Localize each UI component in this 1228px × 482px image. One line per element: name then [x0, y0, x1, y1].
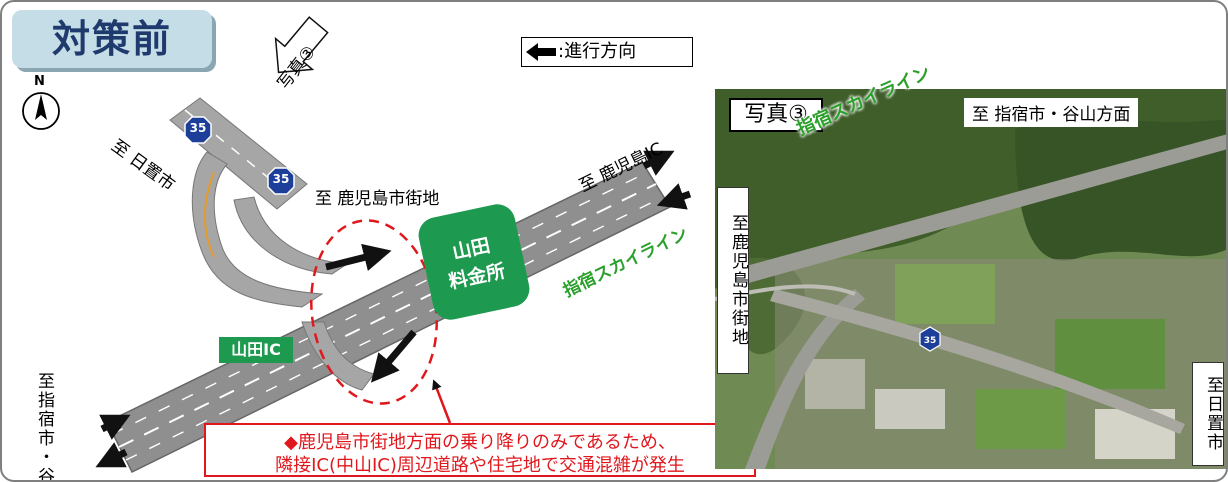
callout-pointer: [432, 379, 452, 424]
compass: N: [20, 74, 62, 136]
legend: :進行方向: [521, 37, 693, 67]
legend-text: :進行方向: [558, 41, 637, 62]
title-tab: 対策前: [12, 10, 212, 68]
problem-callout: ◆鹿児島市街地方面の乗り降りのみであるため、 隣接IC(中山IC)周辺道路や住宅…: [204, 423, 756, 477]
north-arrow-icon: [22, 92, 60, 130]
flow-arrow-in: [325, 243, 392, 271]
photo-dest-right: 至日置市: [1192, 362, 1224, 466]
route-35-shield-2: 35: [267, 167, 295, 195]
route-number: 35: [272, 172, 290, 186]
page-title: 対策前: [51, 17, 172, 61]
tollgate: 山田 料金所: [415, 200, 533, 324]
dest-kagoshima-city: 至 鹿児島市街地: [315, 189, 440, 209]
compass-label: N: [34, 74, 45, 89]
photo-dest-top: 至 指宿市・谷山方面: [964, 98, 1139, 127]
photo-direction-arrow: [274, 16, 329, 74]
left-arrow-icon: [526, 43, 556, 61]
dest-ibusuki-taniyama: 至指宿市・谷山方面: [34, 372, 54, 482]
west-in-arrow: [99, 414, 131, 440]
interchange-label: 山田IC: [219, 337, 293, 363]
aerial-photo: 35: [715, 89, 1226, 469]
photo-shield-number: 35: [924, 336, 937, 346]
photo-label: 写真③: [729, 98, 823, 132]
route-shield-icon: [184, 116, 212, 144]
callout-line-1: ◆鹿児島市街地方面の乗り降りのみであるため、: [284, 432, 676, 453]
route-35-shield-1: 35: [184, 116, 212, 144]
flow-arrow-out: [370, 329, 417, 383]
photo-dest-left: 至鹿児島市街地: [717, 187, 749, 374]
route-number: 35: [189, 121, 207, 135]
west-out-arrow: [95, 442, 128, 468]
skyline-in-arrow: [656, 183, 692, 210]
callout-line-2: 隣接IC(中山IC)周辺道路や住宅地で交通混雑が発生: [275, 455, 685, 476]
kagoshima-ic-arrow: [642, 150, 675, 176]
route-shield-icon: [267, 167, 295, 195]
